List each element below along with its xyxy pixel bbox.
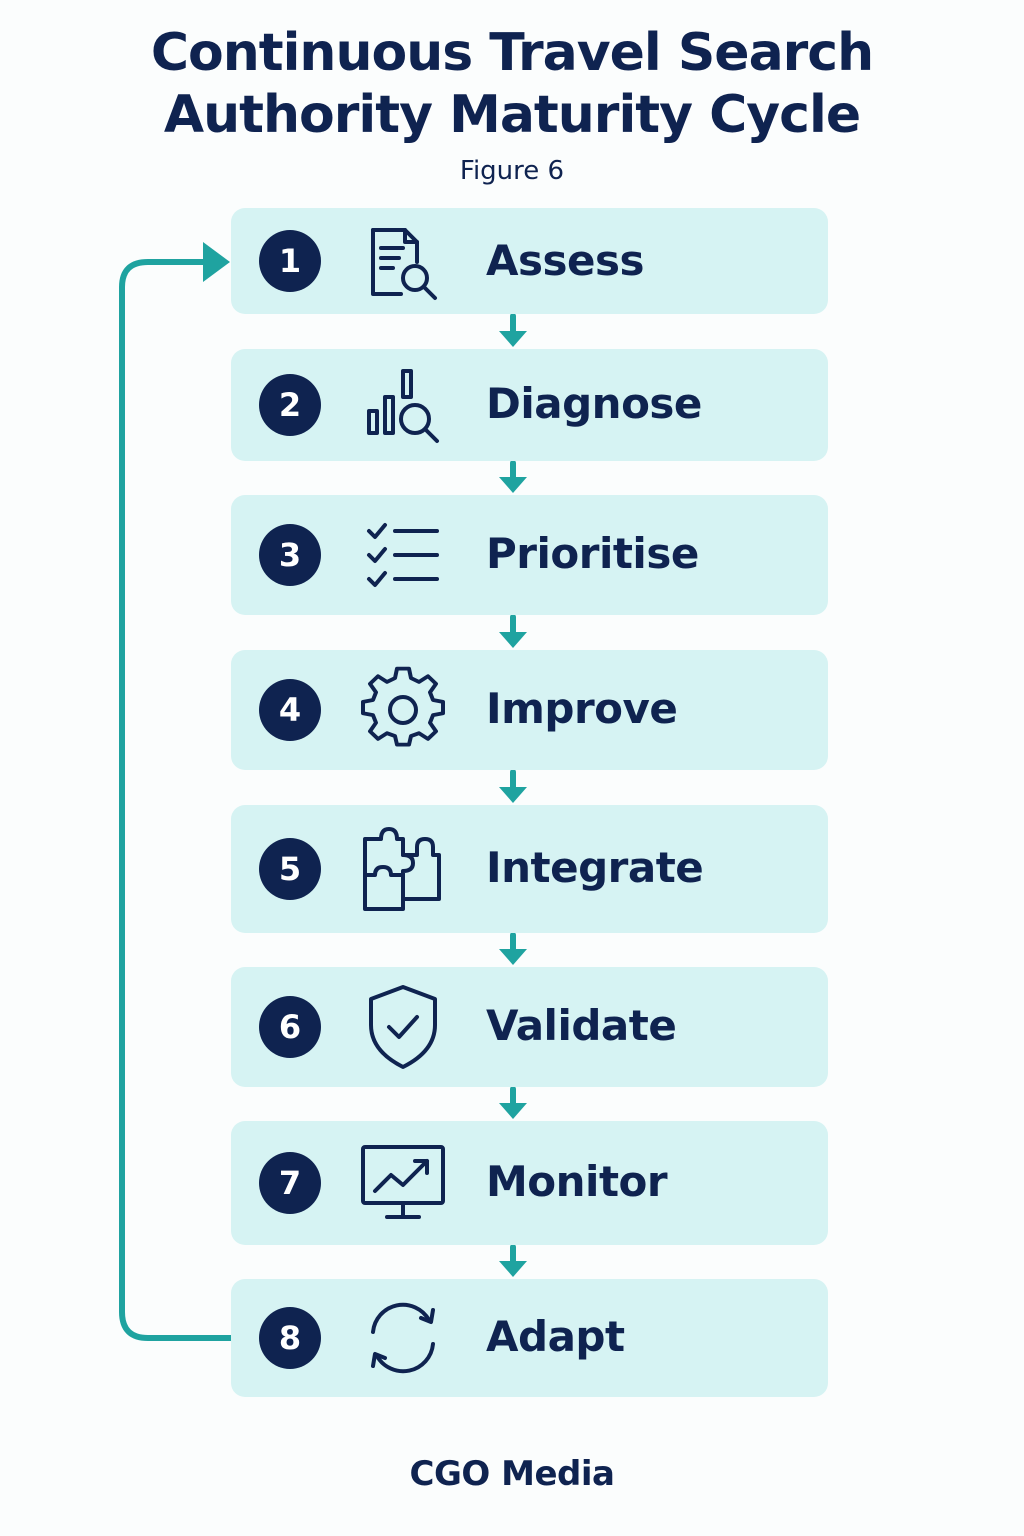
down-arrow-head [499, 477, 527, 493]
down-arrow-head [499, 787, 527, 803]
loop-back-arrowhead [203, 242, 230, 282]
step-number-badge: 6 [259, 996, 321, 1058]
title-line-1: Continuous Travel Search [150, 23, 874, 83]
brand-footer: CGO Media [409, 1454, 615, 1494]
step-assess: 1 Assess [231, 208, 828, 314]
checklist-icon [359, 511, 447, 599]
step-number-badge: 7 [259, 1152, 321, 1214]
step-label: Improve [486, 684, 678, 733]
step-label: Assess [486, 236, 645, 285]
figure-label: Figure 6 [459, 156, 565, 186]
step-monitor: 7 Monitor [231, 1121, 828, 1245]
step-label: Validate [486, 1001, 677, 1050]
gear-icon [359, 666, 447, 754]
step-label: Diagnose [486, 379, 702, 428]
loop-back-arrow [119, 259, 234, 1341]
step-label: Integrate [486, 843, 704, 892]
step-adapt: 8 Adapt [231, 1279, 828, 1397]
down-arrow-head [499, 632, 527, 648]
monitor-trend-icon [359, 1139, 447, 1227]
step-integrate: 5 Integrate [231, 805, 828, 933]
step-number-badge: 3 [259, 524, 321, 586]
step-label: Adapt [486, 1312, 625, 1361]
step-number-badge: 1 [259, 230, 321, 292]
refresh-cycle-icon [359, 1294, 447, 1382]
page-title: Continuous Travel Search Authority Matur… [0, 22, 1024, 146]
title-line-2: Authority Maturity Cycle [163, 85, 861, 145]
step-prioritise: 3 Prioritise [231, 495, 828, 615]
down-arrow-head [499, 949, 527, 965]
bar-chart-search-icon [359, 361, 447, 449]
step-validate: 6 Validate [231, 967, 828, 1087]
step-number-badge: 4 [259, 679, 321, 741]
step-number-badge: 5 [259, 838, 321, 900]
puzzle-icon [359, 825, 447, 913]
down-arrow-head [499, 1261, 527, 1277]
step-label: Monitor [486, 1157, 668, 1206]
down-arrow-head [499, 331, 527, 347]
document-search-icon [359, 218, 447, 306]
step-improve: 4 Improve [231, 650, 828, 770]
down-arrow-head [499, 1103, 527, 1119]
step-number-badge: 2 [259, 374, 321, 436]
step-number-badge: 8 [259, 1307, 321, 1369]
step-label: Prioritise [486, 529, 699, 578]
step-diagnose: 2 Diagnose [231, 349, 828, 461]
shield-check-icon [359, 983, 447, 1071]
